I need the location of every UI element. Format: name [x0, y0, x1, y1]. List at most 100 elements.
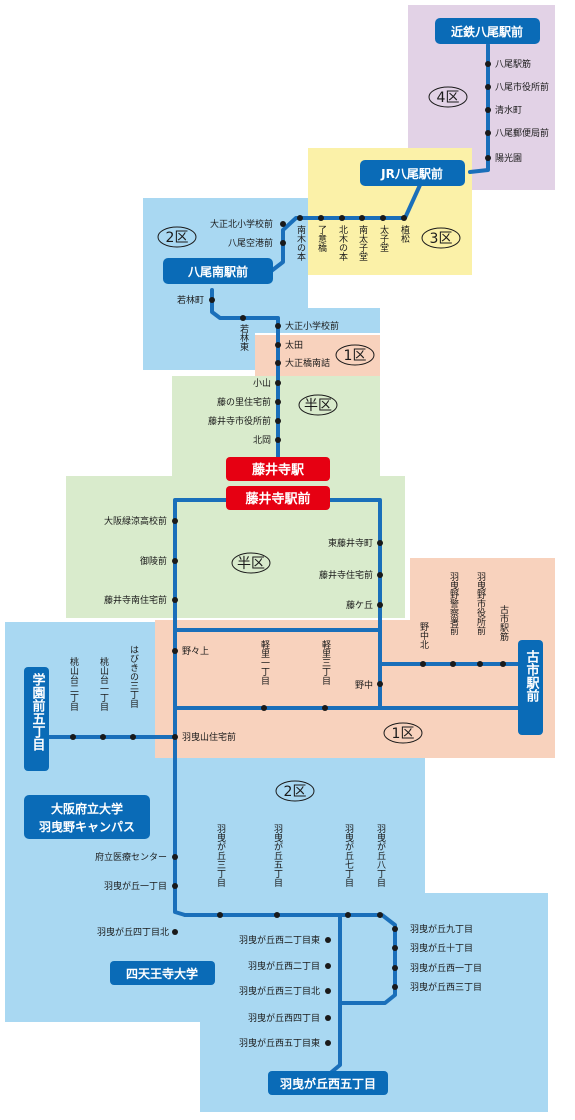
stop-dot[interactable] [450, 661, 456, 667]
stop-dot[interactable] [275, 342, 281, 348]
stop-dot[interactable] [209, 297, 215, 303]
stop-markers [70, 61, 506, 1046]
stop-dot[interactable] [274, 912, 280, 918]
zone-oval [428, 86, 468, 108]
terminal-osaka-pref-univ-2[interactable]: 羽曳野キャンパス [39, 819, 135, 834]
stop-dot[interactable] [275, 399, 281, 405]
terminal-box[interactable] [163, 258, 273, 284]
stop-dot[interactable] [322, 705, 328, 711]
terminal-furuichi[interactable]: 古市駅前 [524, 649, 541, 703]
stop-dot[interactable] [485, 61, 491, 67]
stop-dot[interactable] [172, 518, 178, 524]
stop-dot[interactable] [325, 1015, 331, 1021]
stop-label: 八尾市役所前 [495, 81, 549, 93]
stop-dot[interactable] [392, 965, 398, 971]
stop-label: 羽曳が丘西二丁目 [248, 960, 320, 972]
stop-dot[interactable] [130, 734, 136, 740]
stop-dot[interactable] [275, 418, 281, 424]
stop-dot[interactable] [377, 602, 383, 608]
stop-dot[interactable] [70, 734, 76, 740]
stop-dot[interactable] [392, 984, 398, 990]
stop-dot[interactable] [485, 84, 491, 90]
stop-label: 東藤井寺町 [328, 537, 373, 549]
stop-dot[interactable] [500, 661, 506, 667]
stop-dot[interactable] [172, 734, 178, 740]
stop-dot[interactable] [345, 912, 351, 918]
stop-dot[interactable] [275, 323, 281, 329]
stop-dot[interactable] [377, 540, 383, 546]
stop-dot[interactable] [100, 734, 106, 740]
stop-dot[interactable] [485, 130, 491, 136]
stop-label: 羽曳野警察署前 [448, 572, 459, 636]
stop-label: 御陵前 [140, 555, 167, 567]
zone-label-half-mid: 半区 [237, 556, 265, 572]
terminal-box[interactable] [226, 486, 330, 510]
terminal-shitennoji[interactable]: 四天王寺大学 [126, 966, 198, 981]
terminal-fujiidera[interactable]: 藤井寺駅 [252, 462, 305, 478]
zone-oval [157, 226, 197, 248]
stop-dot[interactable] [325, 963, 331, 969]
terminal-box[interactable] [226, 457, 330, 481]
stop-dot[interactable] [477, 661, 483, 667]
stop-label: 羽曳が丘七丁目 [343, 824, 354, 887]
stop-label: 南太子堂 [357, 224, 368, 261]
stop-dot[interactable] [318, 215, 324, 221]
terminal-habikigaoka-nishi5[interactable]: 羽曳が丘西五丁目 [280, 1076, 376, 1091]
stop-dot[interactable] [392, 945, 398, 951]
terminal-box[interactable] [435, 18, 540, 44]
stop-dot[interactable] [420, 661, 426, 667]
terminal-box[interactable] [268, 1071, 388, 1095]
terminal-box[interactable] [360, 160, 465, 186]
stop-dot[interactable] [359, 215, 365, 221]
stop-dot[interactable] [172, 558, 178, 564]
terminal-box[interactable] [518, 640, 543, 735]
stop-dot[interactable] [275, 380, 281, 386]
stop-label: 羽曳が丘五丁目 [272, 824, 283, 887]
route-line-habikigaoka-west [323, 913, 342, 1077]
stop-dot[interactable] [401, 215, 407, 221]
stop-dot[interactable] [325, 988, 331, 994]
stop-label: 植松 [399, 224, 410, 244]
stop-dot[interactable] [280, 240, 286, 246]
stop-label: 若林東 [238, 323, 249, 352]
stop-dot[interactable] [485, 107, 491, 113]
terminal-box[interactable] [24, 795, 150, 839]
stop-labels: 八尾駅筋 八尾市役所前 清水町 八尾郵便局前 陽光園 植松 太子堂 南太子堂 北… [68, 58, 549, 1049]
stop-label: 軽里三丁目 [320, 640, 331, 685]
stop-dot[interactable] [325, 1040, 331, 1046]
stop-dot[interactable] [172, 929, 178, 935]
stop-dot[interactable] [261, 705, 267, 711]
stop-label: はびきの三丁目 [128, 645, 139, 708]
stop-label: 若林町 [177, 294, 204, 306]
stop-dot[interactable] [240, 315, 246, 321]
terminal-box[interactable] [110, 961, 215, 985]
stop-label: 北木の本 [337, 225, 348, 262]
terminal-gakuenmae[interactable]: 学園前五丁目 [30, 672, 46, 752]
stop-dot[interactable] [377, 572, 383, 578]
stop-dot[interactable] [275, 437, 281, 443]
stop-dot[interactable] [392, 926, 398, 932]
stop-label: 羽曳が丘三丁目 [215, 824, 226, 887]
stop-dot[interactable] [297, 215, 303, 221]
terminal-yao-minami[interactable]: 八尾南駅前 [187, 264, 248, 279]
stop-dot[interactable] [377, 912, 383, 918]
stop-dot[interactable] [172, 597, 178, 603]
stop-label: 羽曳が丘九丁目 [410, 923, 473, 935]
stop-dot[interactable] [377, 681, 383, 687]
stop-dot[interactable] [172, 648, 178, 654]
zone-label-3: 3区 [430, 231, 453, 247]
terminal-kintetsu-yao[interactable]: 近鉄八尾駅前 [451, 24, 523, 39]
terminal-box[interactable] [24, 667, 49, 771]
stop-dot[interactable] [485, 155, 491, 161]
stop-dot[interactable] [275, 360, 281, 366]
stop-dot[interactable] [380, 215, 386, 221]
stop-dot[interactable] [280, 221, 286, 227]
terminal-fujiidera-mae[interactable]: 藤井寺駅前 [245, 491, 310, 507]
stop-dot[interactable] [217, 912, 223, 918]
stop-dot[interactable] [172, 883, 178, 889]
terminal-jr-yao[interactable]: JR八尾駅前 [380, 166, 443, 181]
stop-dot[interactable] [325, 937, 331, 943]
stop-dot[interactable] [172, 854, 178, 860]
terminal-osaka-pref-univ-1[interactable]: 大阪府立大学 [51, 801, 123, 816]
stop-dot[interactable] [339, 215, 345, 221]
